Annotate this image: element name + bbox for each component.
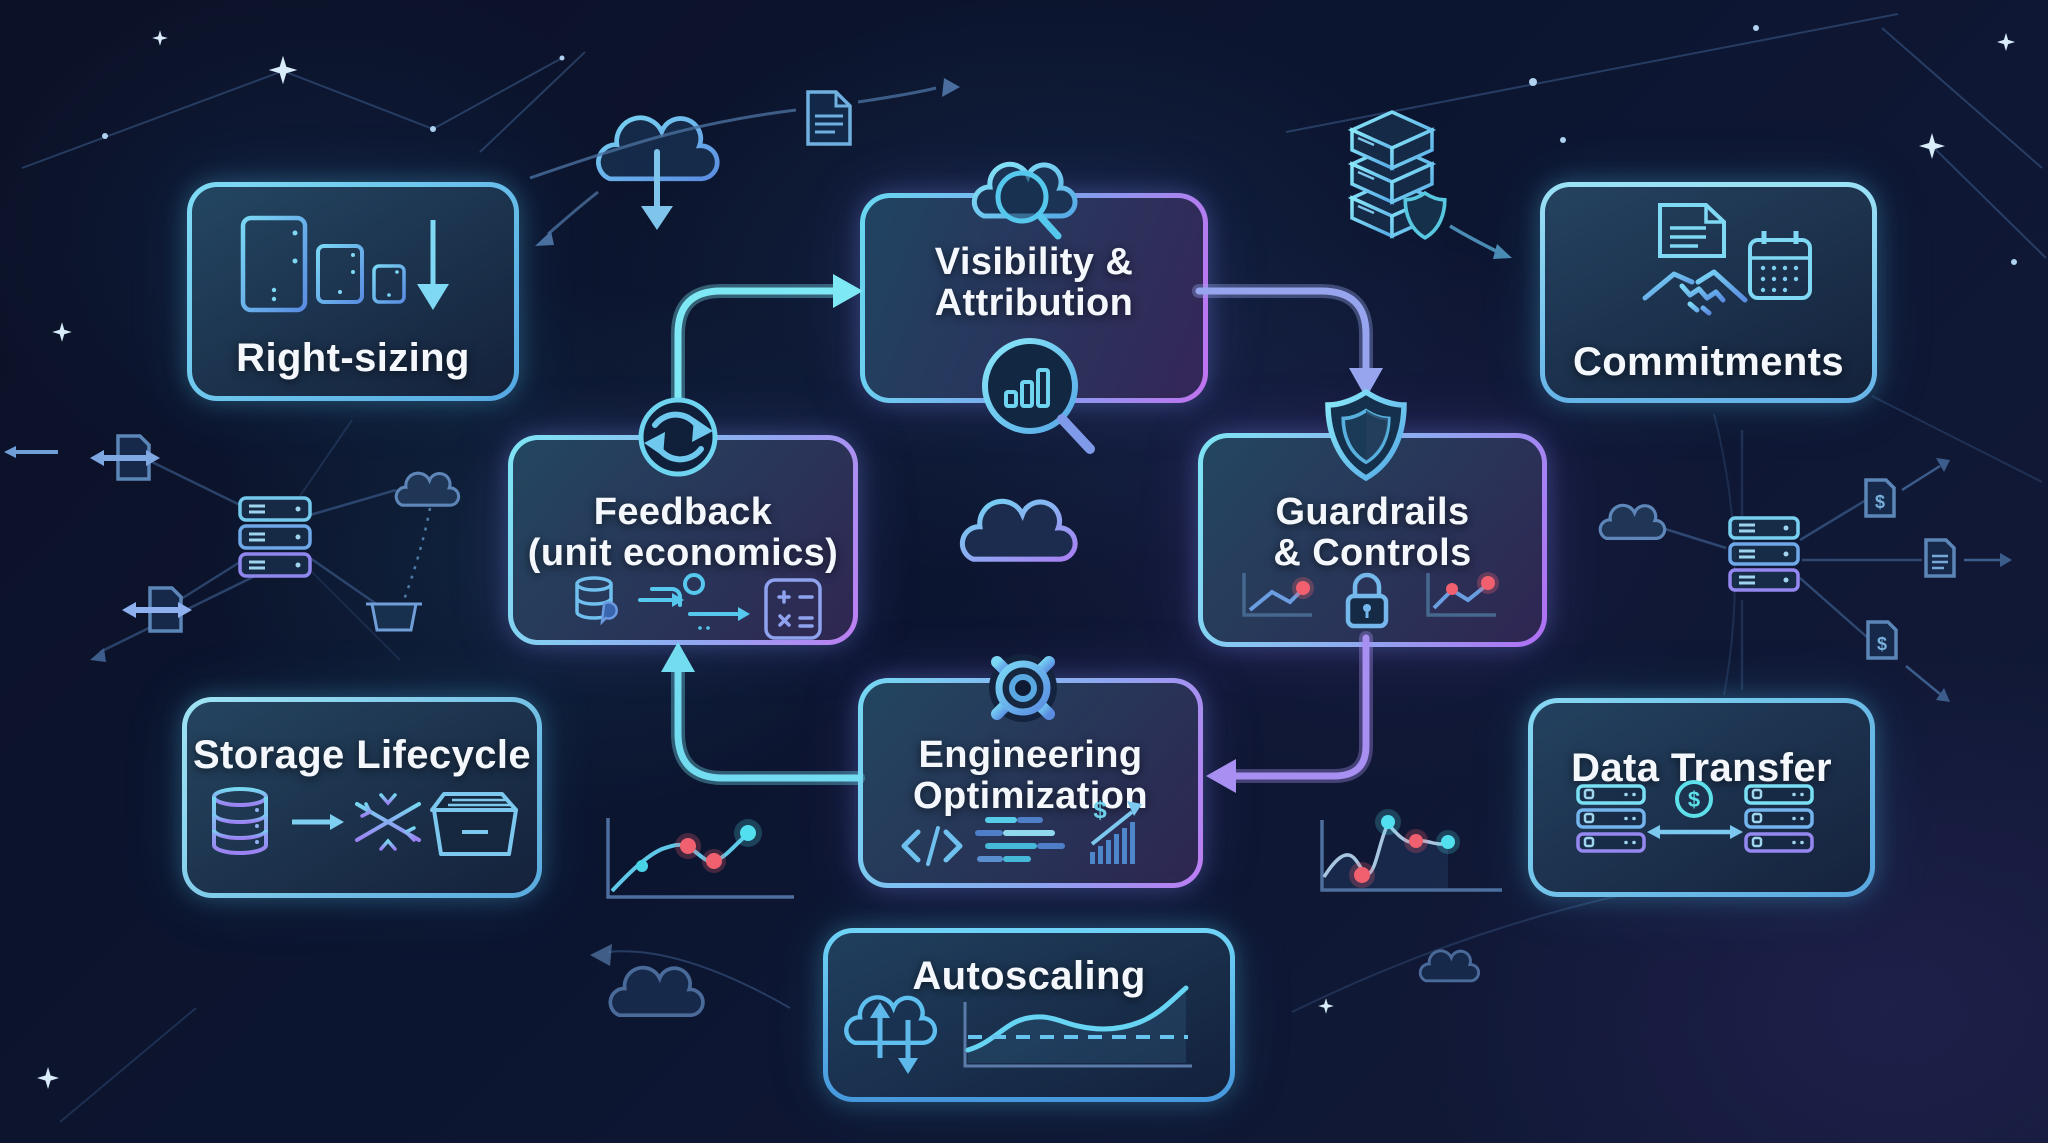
- server-stack-icon: [238, 496, 312, 578]
- svg-text:$: $: [1875, 492, 1885, 512]
- line-chart-right: [1320, 809, 1502, 892]
- arrowhead: [1206, 759, 1236, 793]
- node-visibility-attribution: Visibility &Attribution: [860, 193, 1208, 403]
- line-chart-left: [606, 818, 794, 899]
- cloud-download-icon: [598, 118, 717, 230]
- iso-server-stack-icon: [1347, 110, 1437, 239]
- node-label: Data Transfer: [1571, 746, 1832, 790]
- node-storage-lifecycle: Storage Lifecycle: [182, 697, 542, 898]
- dollar-document-icon: $: [1864, 478, 1896, 518]
- node-autoscaling: Autoscaling: [823, 928, 1235, 1102]
- node-label: Visibility &Attribution: [934, 241, 1134, 325]
- shield-small-icon: [1403, 191, 1512, 259]
- tray-icon: [366, 602, 422, 632]
- left-edge-arrow: [4, 446, 58, 458]
- cloud-icon: [394, 471, 461, 507]
- cloud-icon: [1418, 949, 1481, 983]
- server-stack-icon: [1728, 516, 1800, 592]
- node-data-transfer: Data Transfer: [1528, 698, 1875, 897]
- arrow-guardrails-to-engineering: [1232, 634, 1370, 780]
- node-right-sizing: Right-sizing: [187, 182, 519, 401]
- node-label: Guardrails& Controls: [1273, 491, 1472, 575]
- cloud-icon: [962, 501, 1075, 559]
- arrowhead: [833, 274, 863, 308]
- node-label: Storage Lifecycle: [192, 733, 532, 777]
- document-sync-icon: [90, 434, 160, 481]
- server-hub-right: $ $: [1598, 430, 2012, 702]
- node-label: Autoscaling: [912, 954, 1146, 998]
- arrowhead: [1349, 368, 1383, 398]
- arrowhead: [590, 944, 612, 966]
- document-sync-icon: [122, 586, 192, 633]
- dollar-document-icon: $: [1866, 620, 1898, 660]
- arrowhead: [661, 642, 695, 672]
- node-feedback: Feedback(unit economics): [508, 435, 858, 645]
- cloud-icon: [1598, 503, 1667, 541]
- arrowhead: [942, 78, 960, 97]
- node-label: Feedback(unit economics): [527, 491, 839, 575]
- arrow-feedback-to-visibility: [674, 287, 837, 403]
- arrow-visibility-to-guardrails: [1195, 287, 1370, 372]
- node-guardrails-controls: Guardrails& Controls: [1198, 433, 1547, 647]
- arrow-engineering-to-feedback: [674, 668, 862, 782]
- node-label: Commitments: [1572, 340, 1845, 384]
- node-commitments: Commitments: [1540, 182, 1877, 403]
- document-icon: [806, 90, 852, 146]
- svg-text:$: $: [1877, 634, 1887, 654]
- node-label: Right-sizing: [236, 336, 470, 380]
- server-hub-left: [4, 434, 461, 662]
- cloud-icon: [608, 965, 705, 1018]
- document-icon: [1924, 538, 1956, 578]
